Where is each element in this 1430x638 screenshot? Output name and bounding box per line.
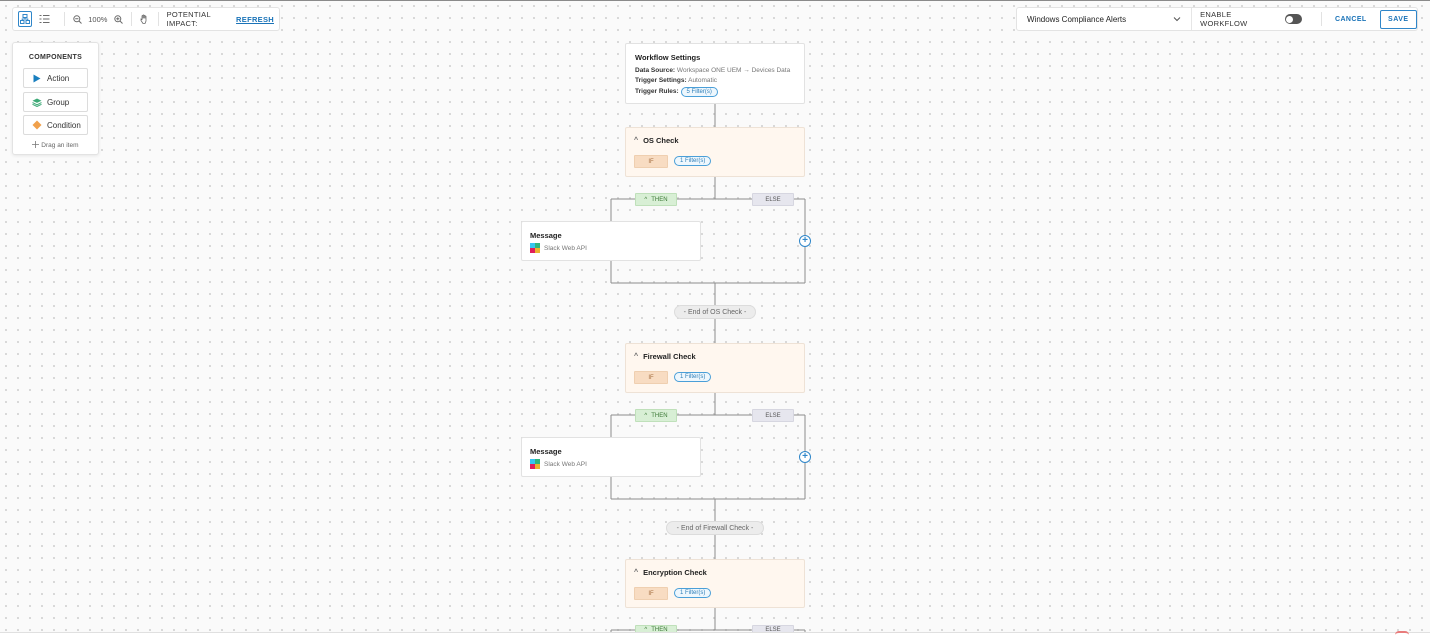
filter-chip[interactable]: 1 Filter(s) — [674, 588, 712, 598]
chevron-down-icon — [1173, 17, 1181, 22]
component-condition[interactable]: Condition — [23, 115, 88, 135]
condition-card-os-check[interactable]: ^ OS Check IF 1 Filter(s) — [625, 127, 805, 177]
then-text: THEN — [651, 627, 668, 633]
component-label: Group — [47, 97, 70, 107]
then-text: THEN — [651, 196, 668, 203]
toolbar-separator — [63, 12, 65, 26]
help-icon[interactable] — [1395, 631, 1409, 635]
if-chip: IF — [634, 155, 668, 168]
save-button[interactable]: SAVE — [1379, 9, 1418, 29]
condition-title-text: OS Check — [643, 136, 679, 145]
trigger-rules-label: Trigger Rules: — [635, 88, 679, 95]
components-title: COMPONENTS — [28, 54, 83, 61]
diagram-view-button[interactable] — [18, 11, 32, 27]
refresh-link[interactable]: REFRESH — [236, 14, 274, 24]
drag-hint: Drag an item — [13, 141, 98, 149]
message-connector-text: Slack Web API — [544, 460, 587, 468]
trigger-settings-value: Automatic — [688, 77, 718, 84]
enable-workflow-label: ENABLE WORKFLOW — [1200, 10, 1248, 28]
components-palette: COMPONENTS Action Group Condition Drag a… — [12, 42, 99, 155]
else-branch-label[interactable]: ELSE — [752, 193, 794, 206]
canvas-toolbar: 100% POTENTIAL IMPACT: REFRESH — [12, 7, 280, 31]
stack-layers-icon — [32, 98, 42, 107]
slack-icon — [530, 459, 540, 469]
component-action[interactable]: Action — [23, 68, 88, 88]
component-label: Condition — [47, 120, 81, 130]
toolbar-separator — [131, 12, 132, 26]
condition-title: ^ Encryption Check — [634, 568, 707, 577]
message-action-card[interactable]: Message Slack Web API — [521, 221, 701, 261]
slack-icon — [530, 243, 540, 253]
diamond-icon — [32, 120, 42, 130]
diagram-view-icon — [19, 14, 30, 24]
workflow-settings-title: Workflow Settings — [635, 53, 701, 62]
trigger-rules-filter-chip[interactable]: 5 Filter(s) — [680, 87, 718, 97]
zoom-in-button[interactable] — [111, 11, 125, 27]
toolbar-separator — [157, 12, 159, 26]
condition-card-firewall-check[interactable]: ^ Firewall Check IF 1 Filter(s) — [625, 343, 805, 393]
message-connector-text: Slack Web API — [544, 244, 587, 252]
zoom-level: 100% — [88, 14, 108, 24]
drag-hint-text: Drag an item — [41, 142, 79, 149]
chevron-up-icon: ^ — [644, 412, 648, 419]
data-source-value: Workspace ONE UEM → Devices Data — [676, 67, 791, 74]
filter-chip[interactable]: 1 Filter(s) — [674, 372, 712, 382]
condition-title: ^ OS Check — [634, 136, 679, 145]
canvas-bottom-edge — [0, 632, 1430, 638]
component-group[interactable]: Group — [23, 92, 88, 112]
list-view-icon — [39, 15, 50, 23]
add-else-action-button[interactable]: + — [799, 235, 811, 247]
if-chip: IF — [634, 587, 668, 600]
condition-title: ^ Firewall Check — [634, 352, 696, 361]
zoom-out-button[interactable] — [71, 11, 85, 27]
workflow-name: Windows Compliance Alerts — [1027, 14, 1127, 24]
list-view-button[interactable] — [38, 11, 52, 27]
message-connector: Slack Web API — [530, 243, 587, 253]
trigger-rules-row: Trigger Rules: 5 Filter(s) — [635, 87, 718, 97]
if-chip: IF — [634, 371, 668, 384]
workflow-name-dropdown[interactable]: Windows Compliance Alerts — [1017, 8, 1193, 30]
chevron-up-icon[interactable]: ^ — [634, 137, 639, 144]
chevron-up-icon: ^ — [644, 627, 648, 633]
zoom-in-icon — [114, 14, 123, 24]
message-connector: Slack Web API — [530, 459, 587, 469]
then-text: THEN — [651, 412, 668, 419]
end-of-condition-label: - End of OS Check - — [674, 305, 756, 319]
cancel-button[interactable]: CANCEL — [1335, 15, 1367, 23]
then-branch-label[interactable]: ^THEN — [635, 409, 677, 422]
else-branch-label[interactable]: ELSE — [752, 409, 794, 422]
then-branch-label[interactable]: ^THEN — [635, 193, 677, 206]
pan-tool-button[interactable] — [138, 11, 152, 27]
filter-chip[interactable]: 1 Filter(s) — [674, 156, 712, 166]
chevron-up-icon[interactable]: ^ — [634, 569, 639, 576]
data-source-row: Data Source: Workspace ONE UEM → Devices… — [635, 67, 790, 74]
trigger-settings-row: Trigger Settings: Automatic — [635, 77, 717, 84]
move-icon — [32, 141, 40, 148]
window-top-border — [0, 0, 1430, 1]
zoom-out-icon — [73, 14, 82, 24]
add-else-action-button[interactable]: + — [799, 451, 811, 463]
condition-title-text: Firewall Check — [643, 352, 696, 361]
enable-workflow-toggle[interactable] — [1284, 14, 1303, 24]
message-title: Message — [530, 447, 562, 456]
hand-icon — [140, 14, 147, 24]
workflow-header-actions: Windows Compliance Alerts ENABLE WORKFLO… — [1016, 7, 1418, 31]
chevron-up-icon[interactable]: ^ — [634, 353, 639, 360]
workflow-settings-card[interactable]: Workflow Settings Data Source: Workspace… — [625, 43, 805, 104]
data-source-label: Data Source: — [635, 67, 676, 74]
chevron-up-icon: ^ — [644, 196, 648, 203]
trigger-settings-label: Trigger Settings: — [635, 77, 687, 84]
message-title: Message — [530, 231, 562, 240]
end-of-condition-label: - End of Firewall Check - — [666, 521, 764, 535]
potential-impact-label: POTENTIAL IMPACT: — [166, 10, 211, 28]
component-label: Action — [47, 73, 70, 83]
condition-card-encryption-check[interactable]: ^ Encryption Check IF 1 Filter(s) — [625, 559, 805, 608]
condition-title-text: Encryption Check — [643, 568, 707, 577]
header-separator — [1321, 12, 1323, 26]
message-action-card[interactable]: Message Slack Web API — [521, 437, 701, 477]
play-triangle-icon — [32, 74, 42, 83]
